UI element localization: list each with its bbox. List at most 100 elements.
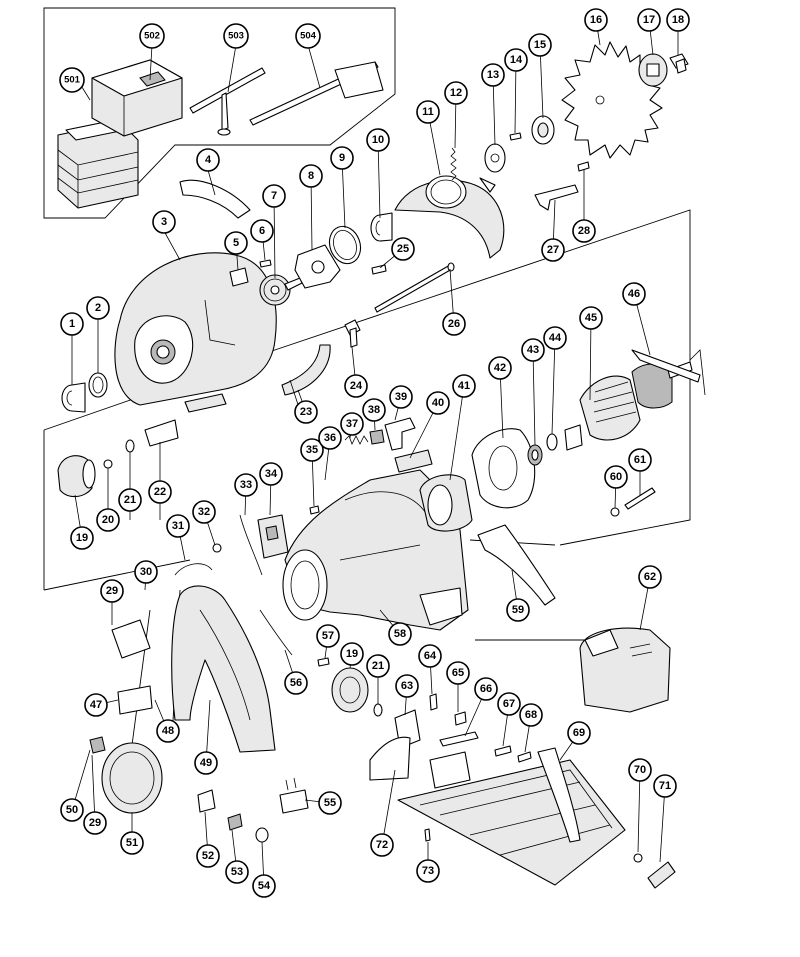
washer-21: [125, 439, 135, 453]
callout-label: 502: [144, 31, 160, 42]
callout-label: 14: [510, 54, 523, 66]
outer-washer-15: [531, 115, 555, 145]
callout-label: 38: [368, 404, 380, 416]
screw-67: [494, 745, 512, 757]
callout-71: 71: [653, 774, 677, 798]
callout-29: 29: [100, 579, 124, 603]
handle-49: [171, 585, 276, 753]
callout-label: 12: [450, 87, 462, 99]
ball-bearing-10: [370, 212, 393, 242]
callout-28: 28: [572, 219, 596, 243]
callout-label: 21: [124, 494, 136, 506]
callout-label: 51: [126, 837, 138, 849]
callout-8: 8: [299, 164, 323, 188]
spring-12: [450, 147, 457, 181]
callout-64: 64: [418, 644, 442, 668]
callout-19: 19: [70, 526, 94, 550]
callout-503: 503: [223, 23, 249, 49]
callout-label: 72: [376, 839, 388, 851]
knob-19-lower: [331, 667, 369, 713]
brush-cap-54: [255, 827, 269, 843]
callout-23: 23: [294, 400, 318, 424]
guard-link-23: [281, 344, 331, 396]
callout-29: 29: [83, 811, 107, 835]
plate-8: [294, 244, 341, 289]
callout-label: 13: [487, 69, 499, 81]
callout-53: 53: [225, 860, 249, 884]
callout-69: 69: [567, 721, 591, 745]
screw-28: [577, 161, 590, 172]
callout-label: 67: [503, 698, 515, 710]
callout-label: 25: [397, 243, 409, 255]
callout-7: 7: [262, 184, 286, 208]
callout-label: 54: [258, 880, 271, 892]
switch-bracket-48: [111, 619, 151, 659]
callout-21: 21: [118, 488, 142, 512]
washer-17: [638, 53, 668, 87]
callout-51: 51: [120, 831, 144, 855]
callout-60: 60: [604, 465, 628, 489]
callout-label: 63: [401, 680, 413, 692]
callout-54: 54: [252, 874, 276, 898]
base-69: [397, 747, 626, 886]
baffle-42: [471, 428, 536, 509]
callout-48: 48: [156, 719, 180, 743]
spring-37: [344, 435, 369, 445]
callout-label: 27: [547, 244, 559, 256]
callout-label: 71: [659, 780, 671, 792]
callout-label: 17: [643, 14, 655, 26]
guide-bar-504: [249, 61, 384, 126]
wire-56: [259, 609, 293, 656]
spacer-5: [229, 267, 249, 287]
callout-label: 30: [140, 566, 152, 578]
callout-label: 29: [106, 585, 118, 597]
callout-label: 68: [525, 709, 537, 721]
callout-label: 10: [372, 134, 384, 146]
callout-45: 45: [579, 306, 603, 330]
nut-20: [103, 459, 113, 469]
callout-56: 56: [284, 671, 308, 695]
nut-38: [369, 429, 385, 445]
callout-label: 35: [306, 444, 318, 456]
callout-label: 42: [494, 362, 506, 374]
ring-2: [88, 372, 108, 398]
callout-label: 59: [512, 604, 524, 616]
callout-label: 20: [102, 514, 114, 526]
callout-label: 43: [527, 344, 539, 356]
callout-46: 46: [622, 282, 646, 306]
callout-label: 39: [395, 391, 407, 403]
motor-housing-58: [282, 469, 469, 631]
callout-label: 29: [89, 817, 101, 829]
callout-label: 33: [240, 479, 252, 491]
callout-50: 50: [60, 798, 84, 822]
wire-33: [239, 514, 263, 576]
wrench-503: [189, 67, 266, 136]
bolt-61: [624, 487, 656, 510]
callout-73: 73: [416, 859, 440, 883]
callout-label: 32: [198, 506, 210, 518]
callout-label: 23: [300, 406, 312, 418]
callout-16: 16: [584, 8, 608, 32]
callout-13: 13: [481, 63, 505, 87]
callout-34: 34: [259, 462, 283, 486]
callout-label: 1: [69, 318, 75, 330]
callout-label: 34: [265, 468, 278, 480]
screw-60: [610, 507, 620, 517]
armature-45: [564, 361, 693, 451]
bevel-guide-72: [369, 736, 411, 781]
callout-40: 40: [426, 391, 450, 415]
callout-10: 10: [366, 128, 390, 152]
terminal-55: [279, 777, 309, 814]
callout-43: 43: [521, 338, 545, 362]
lever-66: [439, 731, 479, 747]
callout-label: 36: [324, 432, 336, 444]
saw-blade-16: [561, 41, 663, 159]
callout-label: 26: [448, 318, 460, 330]
callout-label: 50: [66, 804, 78, 816]
callout-66: 66: [474, 677, 498, 701]
washer-70: [633, 853, 643, 863]
callout-61: 61: [628, 448, 652, 472]
callout-12: 12: [444, 81, 468, 105]
